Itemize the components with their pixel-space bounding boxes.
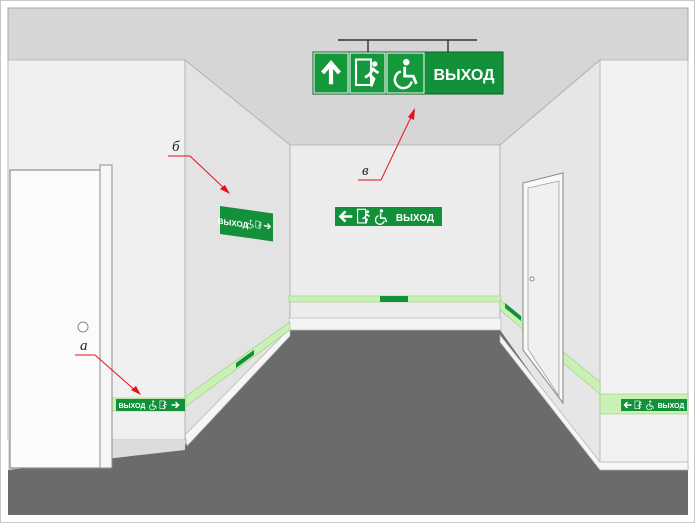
callout-v-label: в xyxy=(362,163,369,179)
floor-strip-sign-left: ВЫХОД xyxy=(116,399,185,411)
ceiling-sign-text: ВЫХОД xyxy=(433,67,495,84)
ceiling-exit-sign: ВЫХОД xyxy=(313,52,503,94)
door-knob xyxy=(78,322,88,332)
far-wall-sign-text: ВЫХОД xyxy=(396,213,434,224)
floor-strip-sign-right: ВЫХОД xyxy=(621,399,687,411)
floor-left-sign-text: ВЫХОД xyxy=(119,403,146,410)
floor-right-sign-text: ВЫХОД xyxy=(658,403,685,410)
far-wall-exit-sign: ВЫХОД xyxy=(335,207,442,226)
left-door xyxy=(10,165,112,468)
callout-b-label: б xyxy=(172,139,180,155)
glow-strip-mini-sign xyxy=(380,296,408,302)
callout-a-label: а xyxy=(80,338,88,354)
